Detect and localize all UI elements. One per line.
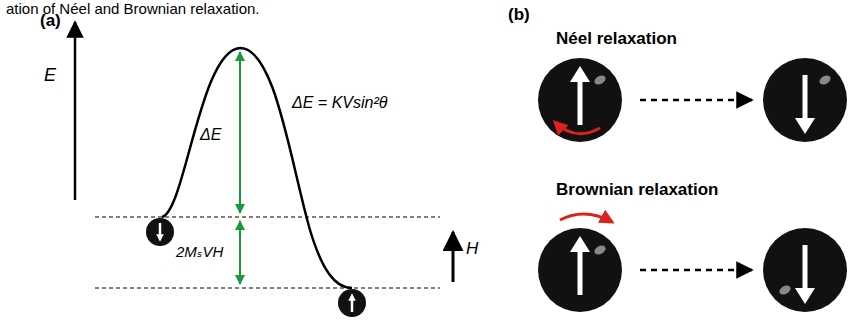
neel-before (538, 58, 622, 142)
mode-title: Brownian relaxation (556, 181, 718, 200)
zeeman-energy: 2MₛVH (176, 244, 223, 261)
transition-arrow (640, 269, 752, 272)
particle-down (146, 218, 174, 246)
particle-up (338, 289, 366, 317)
barrier-arrow (239, 52, 241, 213)
energy-level (95, 217, 440, 218)
zeeman-arrow (239, 221, 241, 284)
transition-arrow (640, 99, 752, 102)
field-arrow (452, 232, 455, 282)
brownian-before (538, 214, 622, 312)
energy-curve (162, 48, 352, 288)
neel-after (763, 58, 847, 142)
axis-label: E (44, 66, 56, 86)
mode-title: Néel relaxation (556, 30, 677, 49)
brownian-after (763, 228, 847, 312)
field-label: H (466, 240, 478, 259)
barrier-label: ΔE (200, 126, 221, 144)
panel-label: (a) (40, 12, 61, 31)
energy-level (95, 288, 440, 289)
panel-label: (b) (508, 6, 530, 25)
barrier-formula: ΔE = KVsin²θ (292, 94, 387, 112)
energy-axis (74, 22, 77, 200)
